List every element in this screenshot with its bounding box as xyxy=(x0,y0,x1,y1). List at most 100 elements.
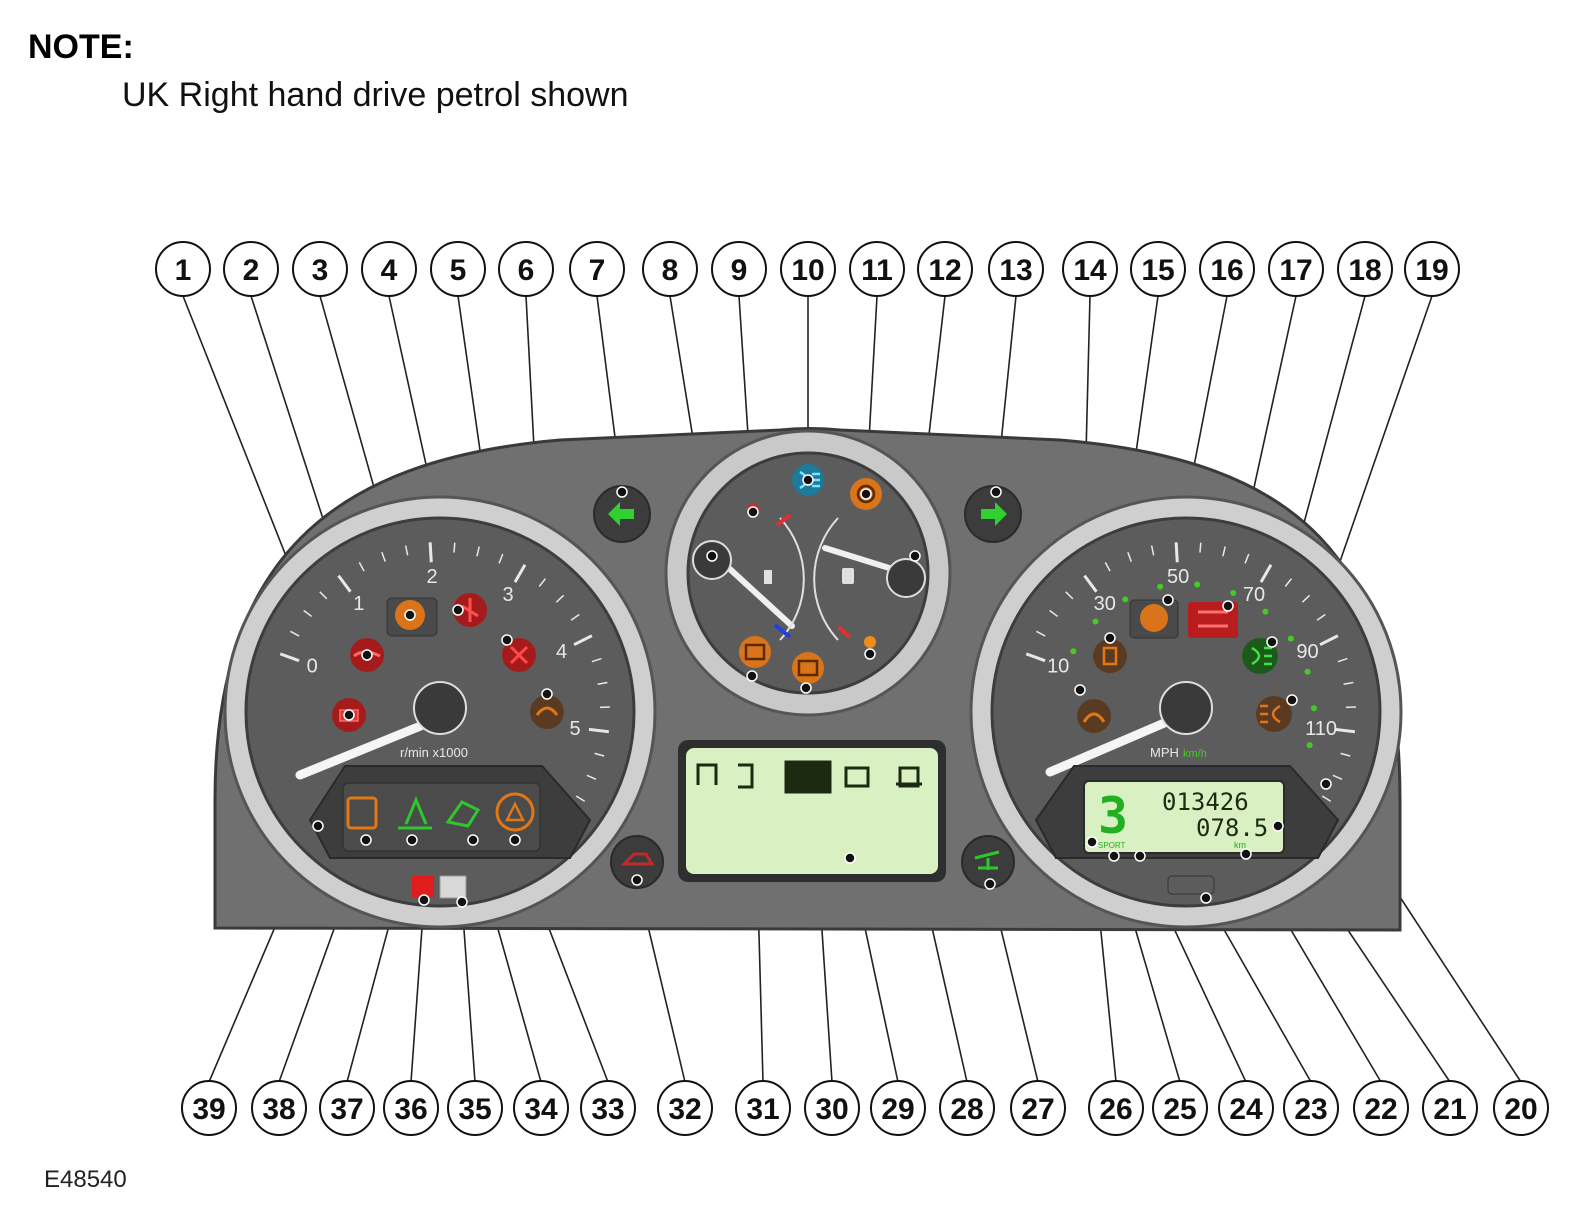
tachometer-unit-label: r/min x1000 xyxy=(400,745,468,760)
leader-dot xyxy=(1086,836,1098,848)
hill-descent-control-icon xyxy=(398,796,432,830)
callout-31: 31 xyxy=(735,1080,791,1136)
leader-dot xyxy=(800,682,812,694)
leader-dot xyxy=(360,834,372,846)
trailer-connected-icon xyxy=(974,850,1000,870)
low-range-icon xyxy=(739,636,771,668)
callout-20: 20 xyxy=(1493,1080,1549,1136)
tachometer-tick xyxy=(573,634,593,647)
callout-38: 38 xyxy=(251,1080,307,1136)
speedometer-kmh-mark xyxy=(1310,705,1317,712)
tachometer-tick xyxy=(597,681,608,685)
callout-number: 13 xyxy=(999,254,1032,287)
leader-dot xyxy=(541,688,553,700)
tachometer-tick xyxy=(381,551,386,562)
sport-mode-label: SPORT xyxy=(1098,841,1126,850)
speedometer-kmh-mark xyxy=(1262,608,1269,615)
speedometer-kmh-mark xyxy=(1287,635,1294,642)
callout-number: 11 xyxy=(861,254,893,287)
message-centre-display xyxy=(686,748,938,874)
leader-dot xyxy=(1104,632,1116,644)
tachometer-tick xyxy=(588,727,610,734)
terrain-rock-icon xyxy=(896,766,922,788)
speedometer-kmh-mark xyxy=(1122,596,1129,603)
speedometer-unit-label-secondary: km/h xyxy=(1183,748,1207,760)
tachometer-scale-label: 1 xyxy=(353,593,364,615)
leader-dot xyxy=(406,834,418,846)
callout-number: 6 xyxy=(518,254,535,287)
callout-number: 29 xyxy=(881,1093,914,1126)
temperature-cold-mark xyxy=(773,623,792,639)
general-warning-icon xyxy=(495,792,535,832)
immobiliser-red-lamp-icon xyxy=(412,876,434,898)
callout-22: 22 xyxy=(1353,1080,1409,1136)
trip-unit-label: km xyxy=(1234,840,1246,850)
tachometer-tick xyxy=(538,578,547,587)
callout-number: 36 xyxy=(394,1093,427,1126)
leader-dot xyxy=(844,852,856,864)
leader-dot xyxy=(1240,848,1252,860)
callout-number: 26 xyxy=(1099,1093,1132,1126)
centre-gauge xyxy=(664,429,952,717)
callout-18: 18 xyxy=(1337,241,1393,297)
trailer-indicator-housing xyxy=(610,835,664,889)
callout-number: 16 xyxy=(1210,254,1243,287)
fuel-pump-icon xyxy=(842,568,854,584)
leader-dot xyxy=(1200,892,1212,904)
tachometer-scale-label: 3 xyxy=(502,584,513,606)
hill-descent-icon xyxy=(1077,699,1111,733)
trip-readout: 078.5 xyxy=(1196,814,1268,842)
callout-14: 14 xyxy=(1062,241,1118,297)
speedometer-tick xyxy=(1065,591,1074,600)
callout-number: 20 xyxy=(1504,1093,1537,1126)
leader-dot xyxy=(1272,820,1284,832)
leader-dot xyxy=(909,550,921,562)
callout-number: 33 xyxy=(591,1093,624,1126)
leader-dot xyxy=(418,894,430,906)
odometer-lcd xyxy=(1083,780,1285,854)
temperature-needle xyxy=(717,557,795,629)
callout-5: 5 xyxy=(430,241,486,297)
brake-system-icon xyxy=(1140,604,1168,632)
leader-dot xyxy=(456,896,468,908)
tachometer-tick xyxy=(279,652,300,663)
leader-dot xyxy=(1074,684,1086,696)
callout-number: 24 xyxy=(1229,1093,1263,1126)
leader-36 xyxy=(408,899,427,1083)
leader-dot xyxy=(452,604,464,616)
callout-34: 34 xyxy=(513,1080,569,1136)
cruise-control-icon xyxy=(445,800,481,828)
speedometer-tick xyxy=(1104,562,1111,572)
speedometer-tick xyxy=(1340,752,1351,757)
left-indicator-arrow-icon xyxy=(608,502,634,526)
speedometer-scale-label: 30 xyxy=(1094,593,1116,615)
terrain-road-icon xyxy=(696,763,718,785)
callout-33: 33 xyxy=(580,1080,636,1136)
speedometer-kmh-mark xyxy=(1157,583,1164,590)
callout-30: 30 xyxy=(804,1080,860,1136)
tachometer-tick xyxy=(476,546,480,557)
leader-dot xyxy=(509,834,521,846)
right-indicator-arrow-icon xyxy=(981,502,1007,526)
temperature-hot-mark xyxy=(775,513,792,527)
callout-number: 12 xyxy=(928,254,961,287)
speedometer-tick xyxy=(1025,652,1046,663)
figure-id: E48540 xyxy=(44,1166,127,1193)
callout-4: 4 xyxy=(361,241,417,297)
speedometer-unit-label: MPH xyxy=(1150,745,1179,760)
callout-29: 29 xyxy=(870,1080,926,1136)
service-icon xyxy=(346,796,378,830)
speedometer-tick xyxy=(1334,727,1356,734)
callout-number: 25 xyxy=(1163,1093,1196,1126)
trip-reset-button[interactable] xyxy=(1167,875,1215,895)
callout-28: 28 xyxy=(939,1080,995,1136)
leader-dot xyxy=(361,649,373,661)
speedometer-tick xyxy=(1284,578,1293,587)
callout-7: 7 xyxy=(569,241,625,297)
leader-dot xyxy=(984,878,996,890)
callout-15: 15 xyxy=(1130,241,1186,297)
door-open-icon xyxy=(620,852,655,866)
callout-24: 24 xyxy=(1218,1080,1274,1136)
speedometer-tick xyxy=(1199,542,1202,553)
